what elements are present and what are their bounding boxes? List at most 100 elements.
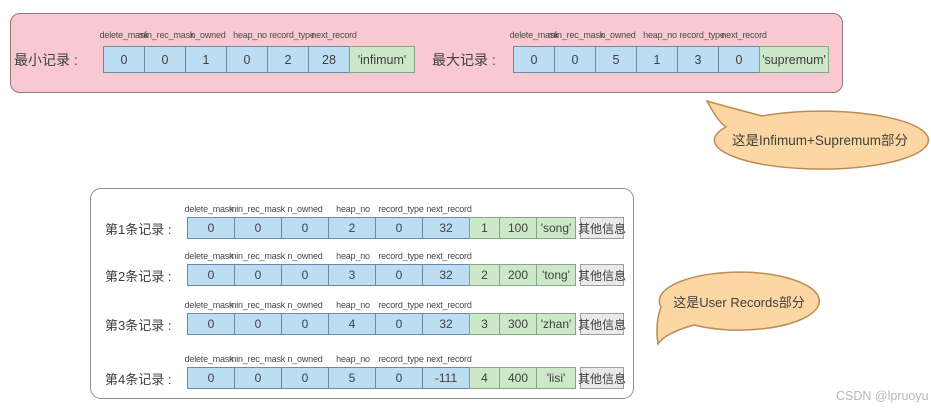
callout-text: 这是User Records部分 (673, 295, 804, 310)
max-record-label: 最大记录 : (432, 51, 496, 68)
user-record-headers: delete_mask min_rec_mask n_owned heap_no… (185, 300, 473, 310)
field-header: next_record (426, 204, 472, 214)
field-header: record_type (378, 204, 424, 214)
user-record-row: 0 0 0 3 0 32 2 200 'tong' 其他信息 (187, 264, 626, 286)
field-header: min_rec_mask (547, 30, 605, 40)
record-cell: 32 (422, 313, 470, 335)
record-cell: 0 (513, 46, 555, 73)
record-cell: 0 (234, 217, 282, 239)
record-cell: 0 (234, 367, 282, 389)
record-cell: 0 (226, 46, 268, 73)
record-cell: 0 (375, 313, 423, 335)
field-header: heap_no (336, 354, 370, 364)
user-record-label: 第3条记录 : (105, 317, 172, 333)
record-data-cell: 200 (499, 264, 537, 286)
record-cell: 5 (595, 46, 637, 73)
field-header: record_type (679, 30, 725, 40)
max-record-row: 0 0 5 1 3 0 'supremum' (513, 46, 829, 73)
record-cell: 1 (636, 46, 678, 73)
field-header: n_owned (287, 251, 323, 261)
infimum-supremum-callout: 这是Infimum+Supremum部分 (705, 99, 930, 170)
field-header: record_type (378, 251, 424, 261)
record-data-cell: 3 (469, 313, 500, 335)
field-header: heap_no (336, 251, 370, 261)
other-info-cell: 其他信息 (578, 367, 626, 389)
record-data-cell: 400 (499, 367, 537, 389)
record-cell: 1 (185, 46, 227, 73)
field-header: delete_mask (184, 300, 234, 310)
field-header: min_rec_mask (137, 30, 195, 40)
record-cell: 3 (328, 264, 376, 286)
user-record-headers: delete_mask min_rec_mask n_owned heap_no… (185, 251, 473, 261)
field-header: n_owned (287, 204, 323, 214)
record-cell: 0 (281, 367, 329, 389)
record-cell: 32 (422, 264, 470, 286)
min-record-headers: delete_mask min_rec_mask n_owned heap_no… (99, 30, 357, 40)
field-header: n_owned (287, 300, 323, 310)
record-data-cell: 1 (469, 217, 500, 239)
field-header: delete_mask (184, 204, 234, 214)
record-data-cell: 2 (469, 264, 500, 286)
field-header: record_type (269, 30, 315, 40)
record-cell: 0 (234, 264, 282, 286)
record-cell: 0 (144, 46, 186, 73)
field-header: delete_mask (509, 30, 559, 40)
field-header: min_rec_mask (228, 354, 286, 364)
field-header: n_owned (287, 354, 323, 364)
max-record-headers: delete_mask min_rec_mask n_owned heap_no… (509, 30, 767, 40)
record-cell: 0 (187, 367, 235, 389)
record-cell: 0 (281, 264, 329, 286)
record-cell: 4 (328, 313, 376, 335)
record-data-cell: 300 (499, 313, 537, 335)
field-header: record_type (378, 354, 424, 364)
csdn-watermark: CSDN @lpruoyu (836, 389, 929, 403)
record-cell: 3 (677, 46, 719, 73)
record-data-cell: 'infimum' (349, 46, 415, 73)
record-cell: 5 (328, 367, 376, 389)
record-cell: 0 (554, 46, 596, 73)
user-record-label: 第1条记录 : (105, 221, 172, 237)
other-info-cell: 其他信息 (578, 264, 626, 286)
record-cell: 0 (234, 313, 282, 335)
record-cell: 0 (187, 313, 235, 335)
user-record-headers: delete_mask min_rec_mask n_owned heap_no… (185, 204, 473, 214)
field-header: heap_no (336, 204, 370, 214)
record-data-cell: 'tong' (536, 264, 576, 286)
record-data-cell: 'song' (536, 217, 576, 239)
user-record-headers: delete_mask min_rec_mask n_owned heap_no… (185, 354, 473, 364)
user-records-callout: 这是User Records部分 (656, 271, 821, 347)
field-header: heap_no (336, 300, 370, 310)
callout-shape (705, 99, 930, 170)
field-header: next_record (426, 354, 472, 364)
record-data-cell: 100 (499, 217, 537, 239)
record-cell: 32 (422, 217, 470, 239)
record-cell: 0 (375, 367, 423, 389)
record-cell: 0 (375, 264, 423, 286)
field-header: delete_mask (99, 30, 149, 40)
field-header: min_rec_mask (228, 251, 286, 261)
user-record-row: 0 0 0 4 0 32 3 300 'zhan' 其他信息 (187, 313, 626, 335)
field-header: next_record (721, 30, 767, 40)
field-header: heap_no (233, 30, 267, 40)
field-header: min_rec_mask (228, 204, 286, 214)
record-data-cell: 'lisi' (536, 367, 576, 389)
record-cell: 2 (328, 217, 376, 239)
record-cell: 0 (103, 46, 145, 73)
field-header: n_owned (190, 30, 226, 40)
record-data-cell: 4 (469, 367, 500, 389)
field-header: record_type (378, 300, 424, 310)
callout-text: 这是Infimum+Supremum部分 (732, 132, 908, 148)
record-cell: 0 (281, 313, 329, 335)
record-cell: 0 (187, 217, 235, 239)
other-info-cell: 其他信息 (578, 313, 626, 335)
field-header: min_rec_mask (228, 300, 286, 310)
record-cell: 2 (267, 46, 309, 73)
record-cell: 28 (308, 46, 350, 73)
record-data-cell: 'supremum' (759, 46, 829, 73)
record-cell: -111 (422, 367, 470, 389)
field-header: n_owned (600, 30, 636, 40)
record-cell: 0 (375, 217, 423, 239)
user-record-label: 第2条记录 : (105, 268, 172, 284)
field-header: delete_mask (184, 251, 234, 261)
